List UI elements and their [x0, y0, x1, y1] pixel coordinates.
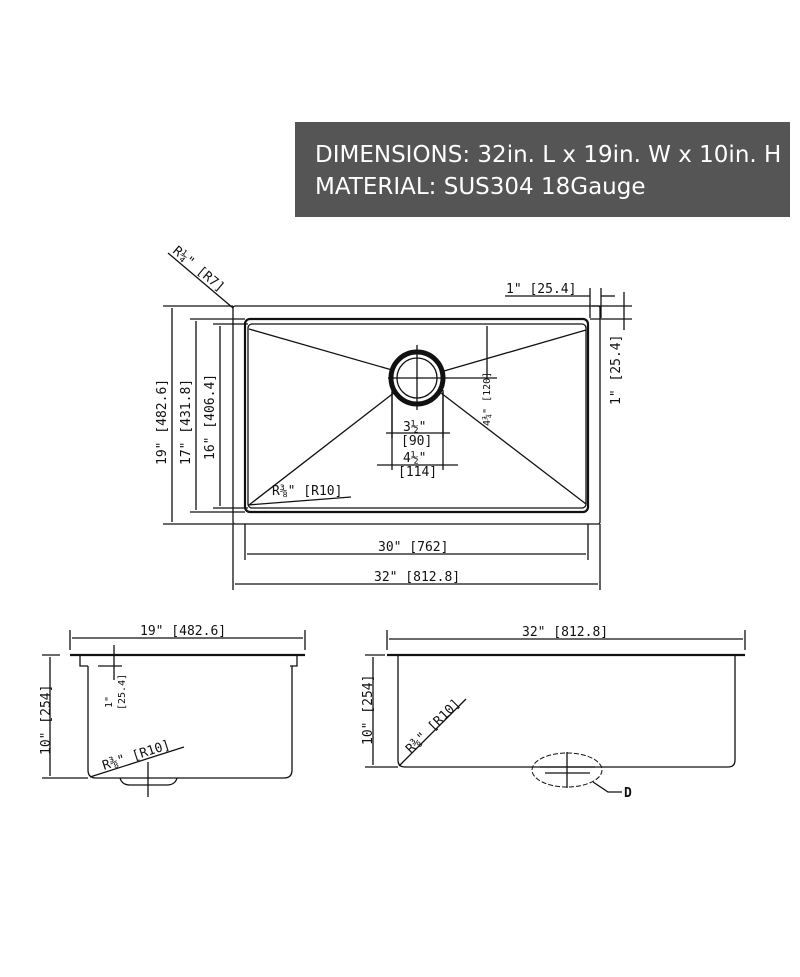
- rim-inner-width-label: 17" [431.8]: [179, 379, 194, 465]
- rim-width-label: 1" [25.4]: [506, 282, 576, 297]
- detail-label: D: [624, 786, 632, 801]
- material-text: MATERIAL: SUS304 18Gauge: [315, 174, 646, 200]
- drain-inner-mm-label: [90]: [401, 434, 432, 449]
- rim-depth-label: 1" [25.4]: [609, 335, 624, 405]
- rim-outline: [243, 317, 590, 514]
- front-height-label: 10" [254]: [361, 675, 376, 745]
- flange-label: 1": [104, 696, 115, 708]
- flange-mm-label: [25.4]: [117, 674, 128, 710]
- dimensions-text: DIMENSIONS: 32in. L x 19in. W x 10in. H: [315, 142, 782, 168]
- front-view: 32" [812.8] D 10" [254] R⅜" [R10]: [361, 625, 746, 801]
- corner-radius-label: R¼" [R7]: [169, 244, 227, 296]
- side-radius-label: R⅜" [R10]: [101, 738, 173, 774]
- overall-length-label: 32" [812.8]: [374, 570, 460, 585]
- side-view: 19" [482.6] 1" [25.4] 10" [254] R⅜" [R10…: [39, 624, 306, 797]
- side-width-label: 19" [482.6]: [140, 624, 226, 639]
- bowl-radius-label: R⅜" [R10]: [272, 484, 342, 499]
- side-height-label: 10" [254]: [39, 685, 54, 755]
- outer-outline: [232, 305, 601, 525]
- drain-inner-label: 3½": [403, 420, 426, 435]
- drain-detail-circle: [531, 752, 603, 788]
- drain-offset-label: 4¾" [120]: [481, 372, 493, 426]
- bowl-width-label: 16" [406.4]: [203, 374, 218, 460]
- top-view: R¼" [R7] 19" [482.6] 17" [431.8] 16" [40…: [155, 244, 632, 590]
- spec-banner: DIMENSIONS: 32in. L x 19in. W x 10in. H …: [295, 122, 790, 217]
- drain-outer-mm-label: [114]: [398, 465, 437, 480]
- bowl-length-label: 30" [762]: [378, 540, 448, 555]
- front-radius-label: R⅜" [R10]: [403, 696, 463, 756]
- drain-outer-label: 4½": [403, 451, 426, 466]
- bowl-outline: [247, 323, 587, 509]
- overall-width-label: 19" [482.6]: [155, 379, 170, 465]
- front-length-label: 32" [812.8]: [522, 625, 608, 640]
